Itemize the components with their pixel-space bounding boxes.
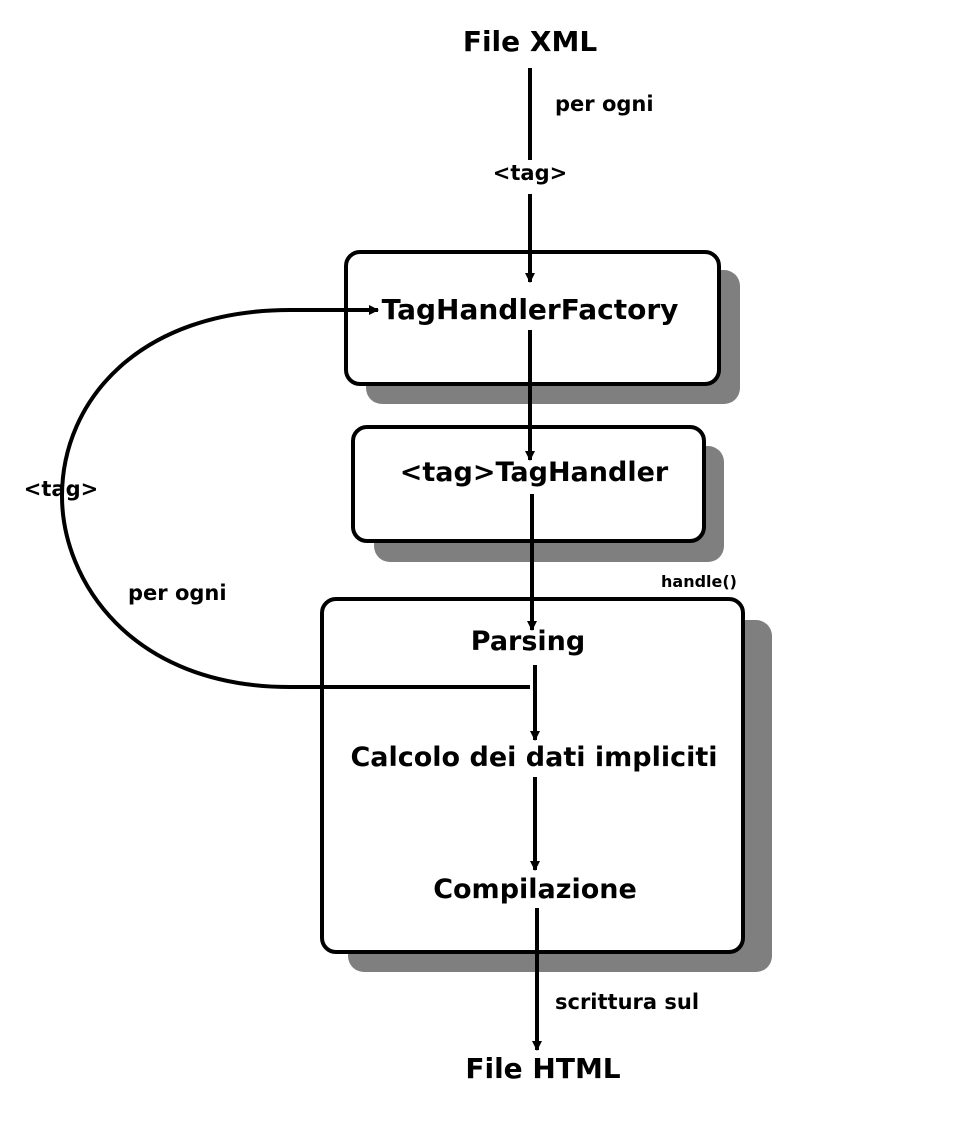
top-tag-label: <tag> bbox=[492, 161, 568, 185]
compilation-label: Compilazione bbox=[433, 874, 637, 905]
write-on-label: scrittura sul bbox=[555, 990, 700, 1014]
loop-tag-label: <tag> bbox=[23, 477, 99, 501]
factory-box bbox=[344, 250, 721, 386]
for-each-top-label: per ogni bbox=[555, 92, 654, 116]
implicit-data-label: Calcolo dei dati impliciti bbox=[350, 742, 718, 773]
input-file-label: File XML bbox=[462, 25, 598, 58]
loop-back-edge bbox=[59, 305, 530, 689]
output-file-label: File HTML bbox=[465, 1052, 621, 1085]
loop-for-each-label: per ogni bbox=[128, 581, 227, 605]
parsing-label: Parsing bbox=[470, 626, 586, 657]
handle-call-label: handle() bbox=[661, 572, 737, 591]
handler-label: <tag>TagHandler bbox=[399, 457, 669, 488]
factory-label: TagHandlerFactory bbox=[381, 293, 679, 326]
